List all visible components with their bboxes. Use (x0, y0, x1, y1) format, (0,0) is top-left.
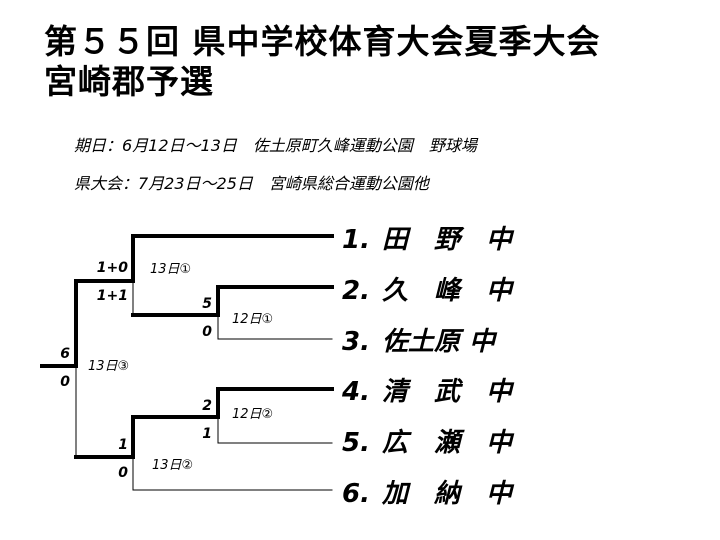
team-rank: 4. (341, 377, 370, 407)
game-date: 13日① (150, 262, 191, 277)
bracket-lines (75, 280, 333, 491)
game-date: 12日① (232, 312, 273, 327)
team-name: 清 武 中 (382, 377, 515, 407)
game-date: 13日③ (88, 359, 129, 374)
page-title: 第５５回 県中学校体育大会夏季大会 (44, 22, 601, 61)
prefectural-info: 県大会：7月23日～25日 宮崎県総合運動公園他 (74, 174, 429, 193)
team-name: 田 野 中 (382, 225, 515, 255)
score: 0 (118, 465, 128, 481)
team-rank: 2. (342, 276, 370, 306)
schedule-info: 期日：6月12日～13日 佐土原町久峰運動公園 野球場 (74, 136, 477, 155)
team-rank: 1. (342, 225, 370, 255)
score: 0 (202, 324, 212, 340)
team-name: 加 納 中 (381, 479, 515, 509)
score: 0 (60, 374, 70, 390)
team-name: 久 峰 中 (382, 276, 515, 306)
team-list: 1. 田 野 中 2. 久 峰 中 3. 佐土原 中 4. 清 武 中 5. 広… (341, 225, 515, 509)
score: 1 (202, 426, 212, 442)
team-name: 広 瀬 中 (382, 428, 515, 458)
score: 6 (60, 346, 70, 362)
score: 1+1 (97, 288, 128, 304)
page-subtitle: 宮崎郡予選 (44, 62, 214, 101)
team-rank: 3. (342, 327, 370, 357)
game-date: 13日② (152, 458, 193, 473)
score: 5 (202, 296, 212, 312)
team-rank: 6. (342, 479, 370, 509)
team-name: 佐土原 中 (382, 327, 498, 357)
game-date: 12日② (232, 407, 273, 422)
score: 1 (118, 437, 128, 453)
team-rank: 5. (342, 428, 370, 458)
score: 1+0 (97, 260, 128, 276)
winner-lines (40, 234, 334, 459)
score: 2 (202, 398, 212, 414)
